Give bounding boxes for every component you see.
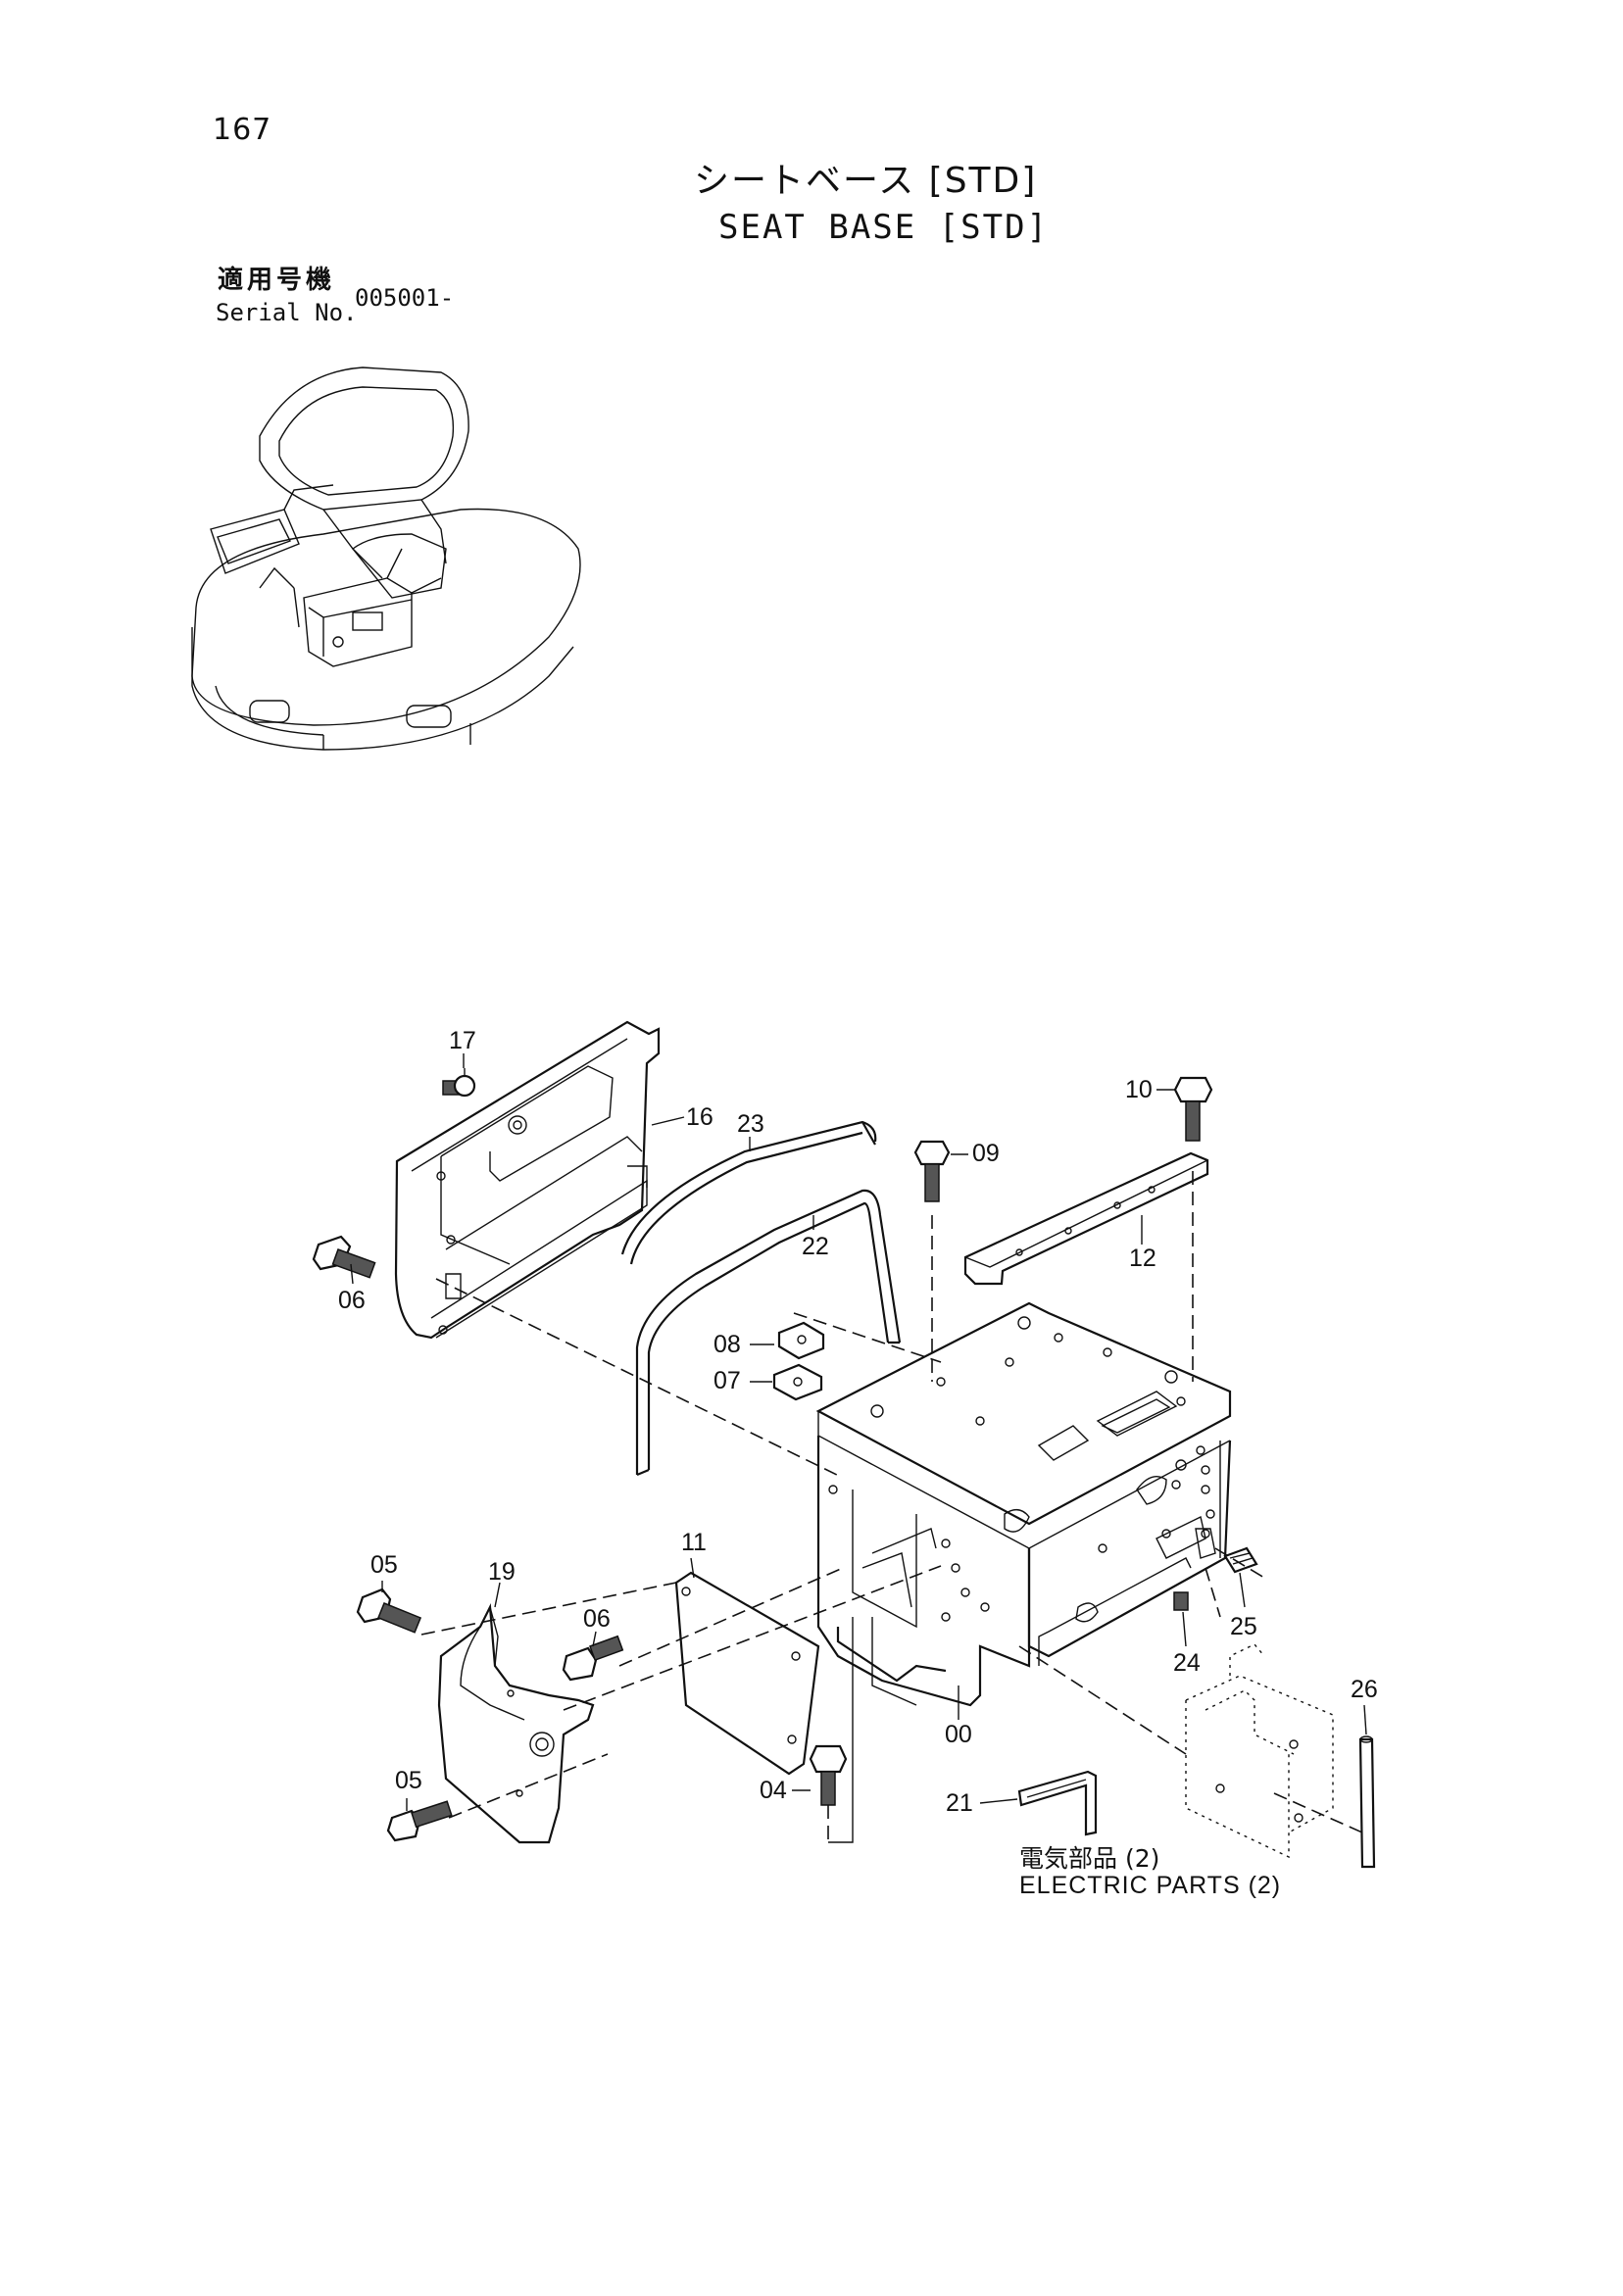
part-08-07-clips: [772, 1312, 942, 1401]
part-10-bolt: [1173, 1076, 1213, 1382]
part-24-25-items: [1173, 1546, 1258, 1611]
electric-parts-note-english: ELECTRIC PARTS (2): [1019, 1872, 1282, 1899]
callout-05-upper: 05: [370, 1551, 398, 1579]
machine-overview-sketch: [191, 366, 581, 751]
callout-25: 25: [1230, 1613, 1257, 1640]
callout-00: 00: [945, 1721, 972, 1748]
part-23-22-seals: [620, 1120, 902, 1477]
callout-06-lower: 06: [583, 1605, 611, 1633]
part-05-bolt-upper: [356, 1588, 422, 1634]
part-19-side-cover: [437, 1602, 595, 1844]
callout-19: 19: [488, 1558, 516, 1586]
callout-08: 08: [713, 1331, 741, 1358]
callout-07: 07: [713, 1367, 741, 1394]
title-japanese: シートベース [STD]: [694, 161, 1038, 201]
leader-lines: [350, 1053, 1367, 1843]
callout-10: 10: [1125, 1076, 1153, 1103]
callout-22: 22: [802, 1233, 829, 1260]
part-21-harness: [1017, 1770, 1098, 1836]
callout-11: 11: [681, 1529, 707, 1556]
serial-number-value: 005001-: [355, 284, 455, 312]
callout-05-lower: 05: [395, 1767, 422, 1794]
part-26-rod: [1358, 1735, 1376, 1869]
page-number: 167: [213, 113, 272, 147]
serial-label-japanese: 適用号機: [218, 266, 336, 295]
callout-26: 26: [1351, 1676, 1378, 1703]
part-06-bolt-lower: [562, 1635, 624, 1682]
callout-04: 04: [760, 1777, 787, 1804]
part-16-cover: [394, 1020, 661, 1340]
part-12-bracket: [963, 1151, 1209, 1286]
callout-16: 16: [686, 1103, 713, 1131]
part-11-plate: [674, 1571, 820, 1776]
electric-parts-note-japanese: 電気部品 (2): [1019, 1844, 1160, 1873]
part-09-bolt: [913, 1140, 951, 1382]
part-04-bolt: [809, 1744, 848, 1806]
callout-06-upper: 06: [338, 1287, 366, 1314]
part-06-bolt-upper: [312, 1235, 376, 1279]
callout-17: 17: [449, 1027, 476, 1054]
electric-parts-bracket: [1185, 1643, 1334, 1859]
callout-12: 12: [1129, 1245, 1156, 1272]
part-17-bolt: [442, 1068, 476, 1098]
title-english: SEAT BASE [STD]: [718, 208, 1050, 247]
callout-21: 21: [946, 1789, 973, 1817]
callout-23: 23: [737, 1110, 764, 1138]
callout-24: 24: [1173, 1649, 1201, 1677]
callout-09: 09: [972, 1140, 1000, 1167]
serial-label-english: Serial No.: [216, 299, 358, 326]
part-00-seat-base-box: [815, 1301, 1232, 1707]
part-05-bolt-lower: [386, 1800, 453, 1842]
